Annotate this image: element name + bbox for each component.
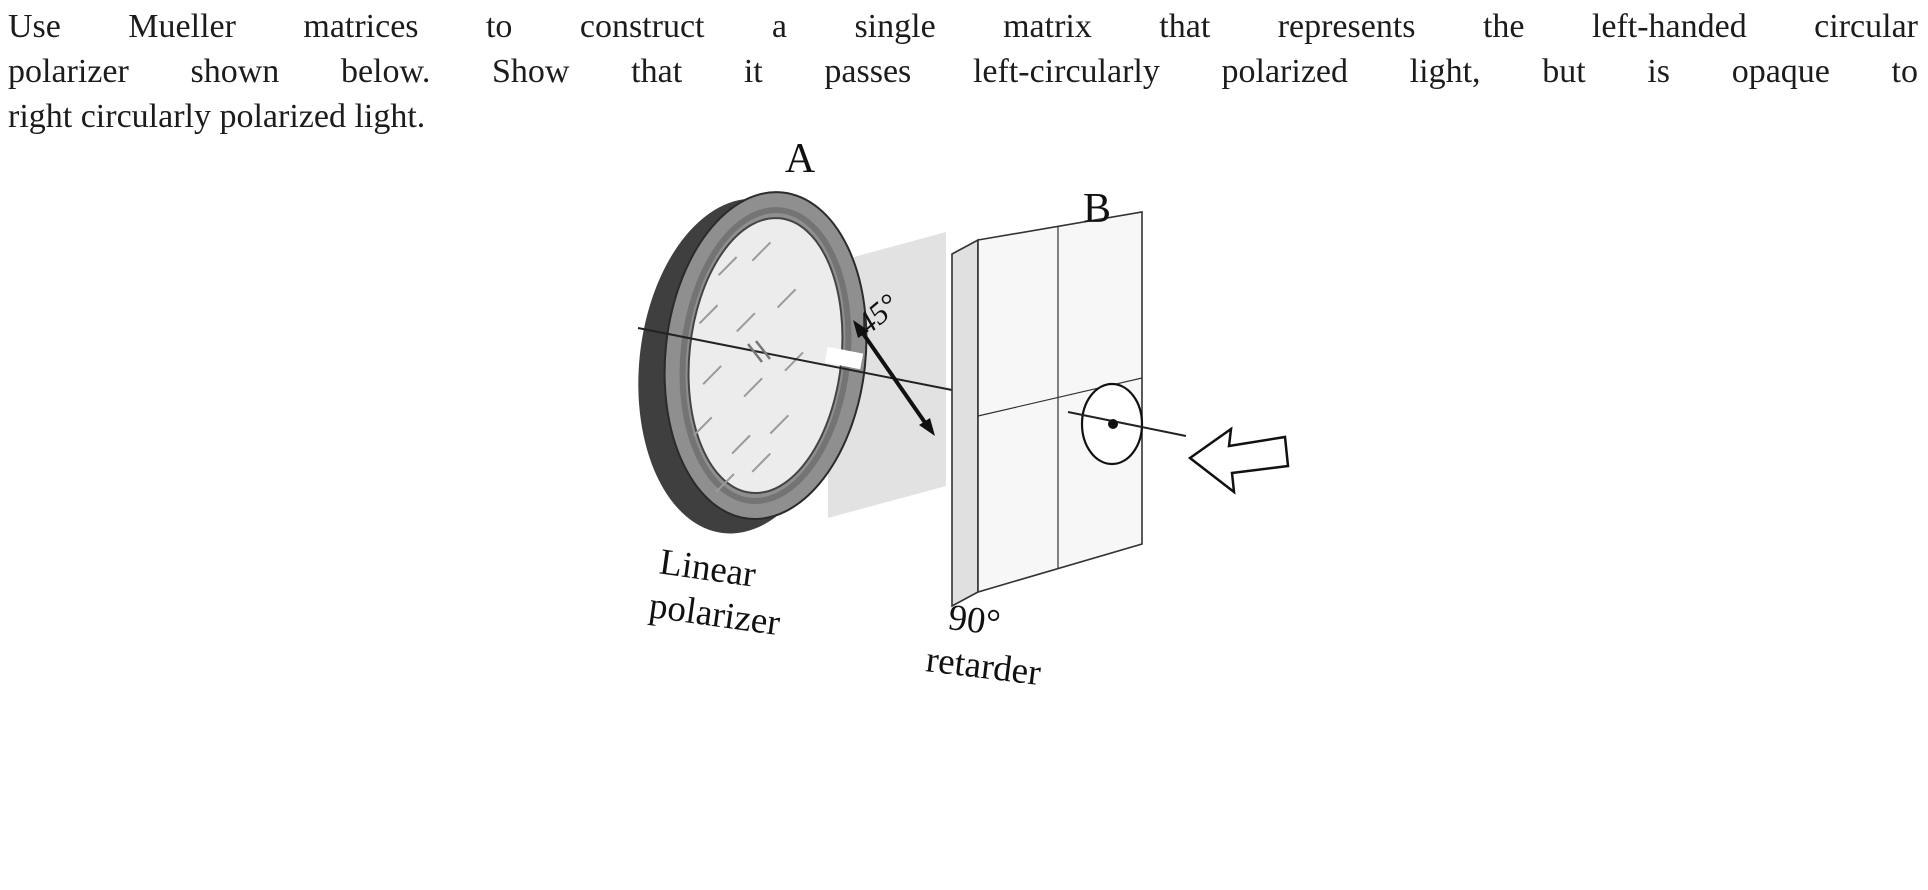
problem-statement: Use Mueller matrices to construct a sing… (0, 0, 1928, 139)
optical-axis-left (637, 327, 953, 391)
retarder-slab (951, 211, 1143, 608)
linear-polarizer-ring (638, 191, 868, 534)
problem-line: right circularly polarized light. (8, 98, 426, 135)
transmission-axis-arrow (853, 320, 935, 436)
light-direction-arrow (1187, 426, 1290, 495)
optical-axis-right (1067, 411, 1187, 437)
retarder-caption-line2: retarder (924, 639, 1043, 694)
axis-dot (1108, 419, 1118, 429)
polarizer-hatch-marks (693, 241, 804, 493)
polarizer-axis-marker (747, 340, 771, 363)
label-a: A (785, 136, 816, 182)
problem-line: polarizer shown below. Show that it pass… (8, 53, 1918, 90)
axis-slot (824, 346, 864, 370)
retarder-caption-line1: 90° (946, 597, 1002, 644)
label-b: B (1083, 186, 1111, 232)
problem-line: Use Mueller matrices to construct a sing… (8, 8, 1918, 45)
polarizer-caption-line2: polarizer (647, 585, 783, 644)
